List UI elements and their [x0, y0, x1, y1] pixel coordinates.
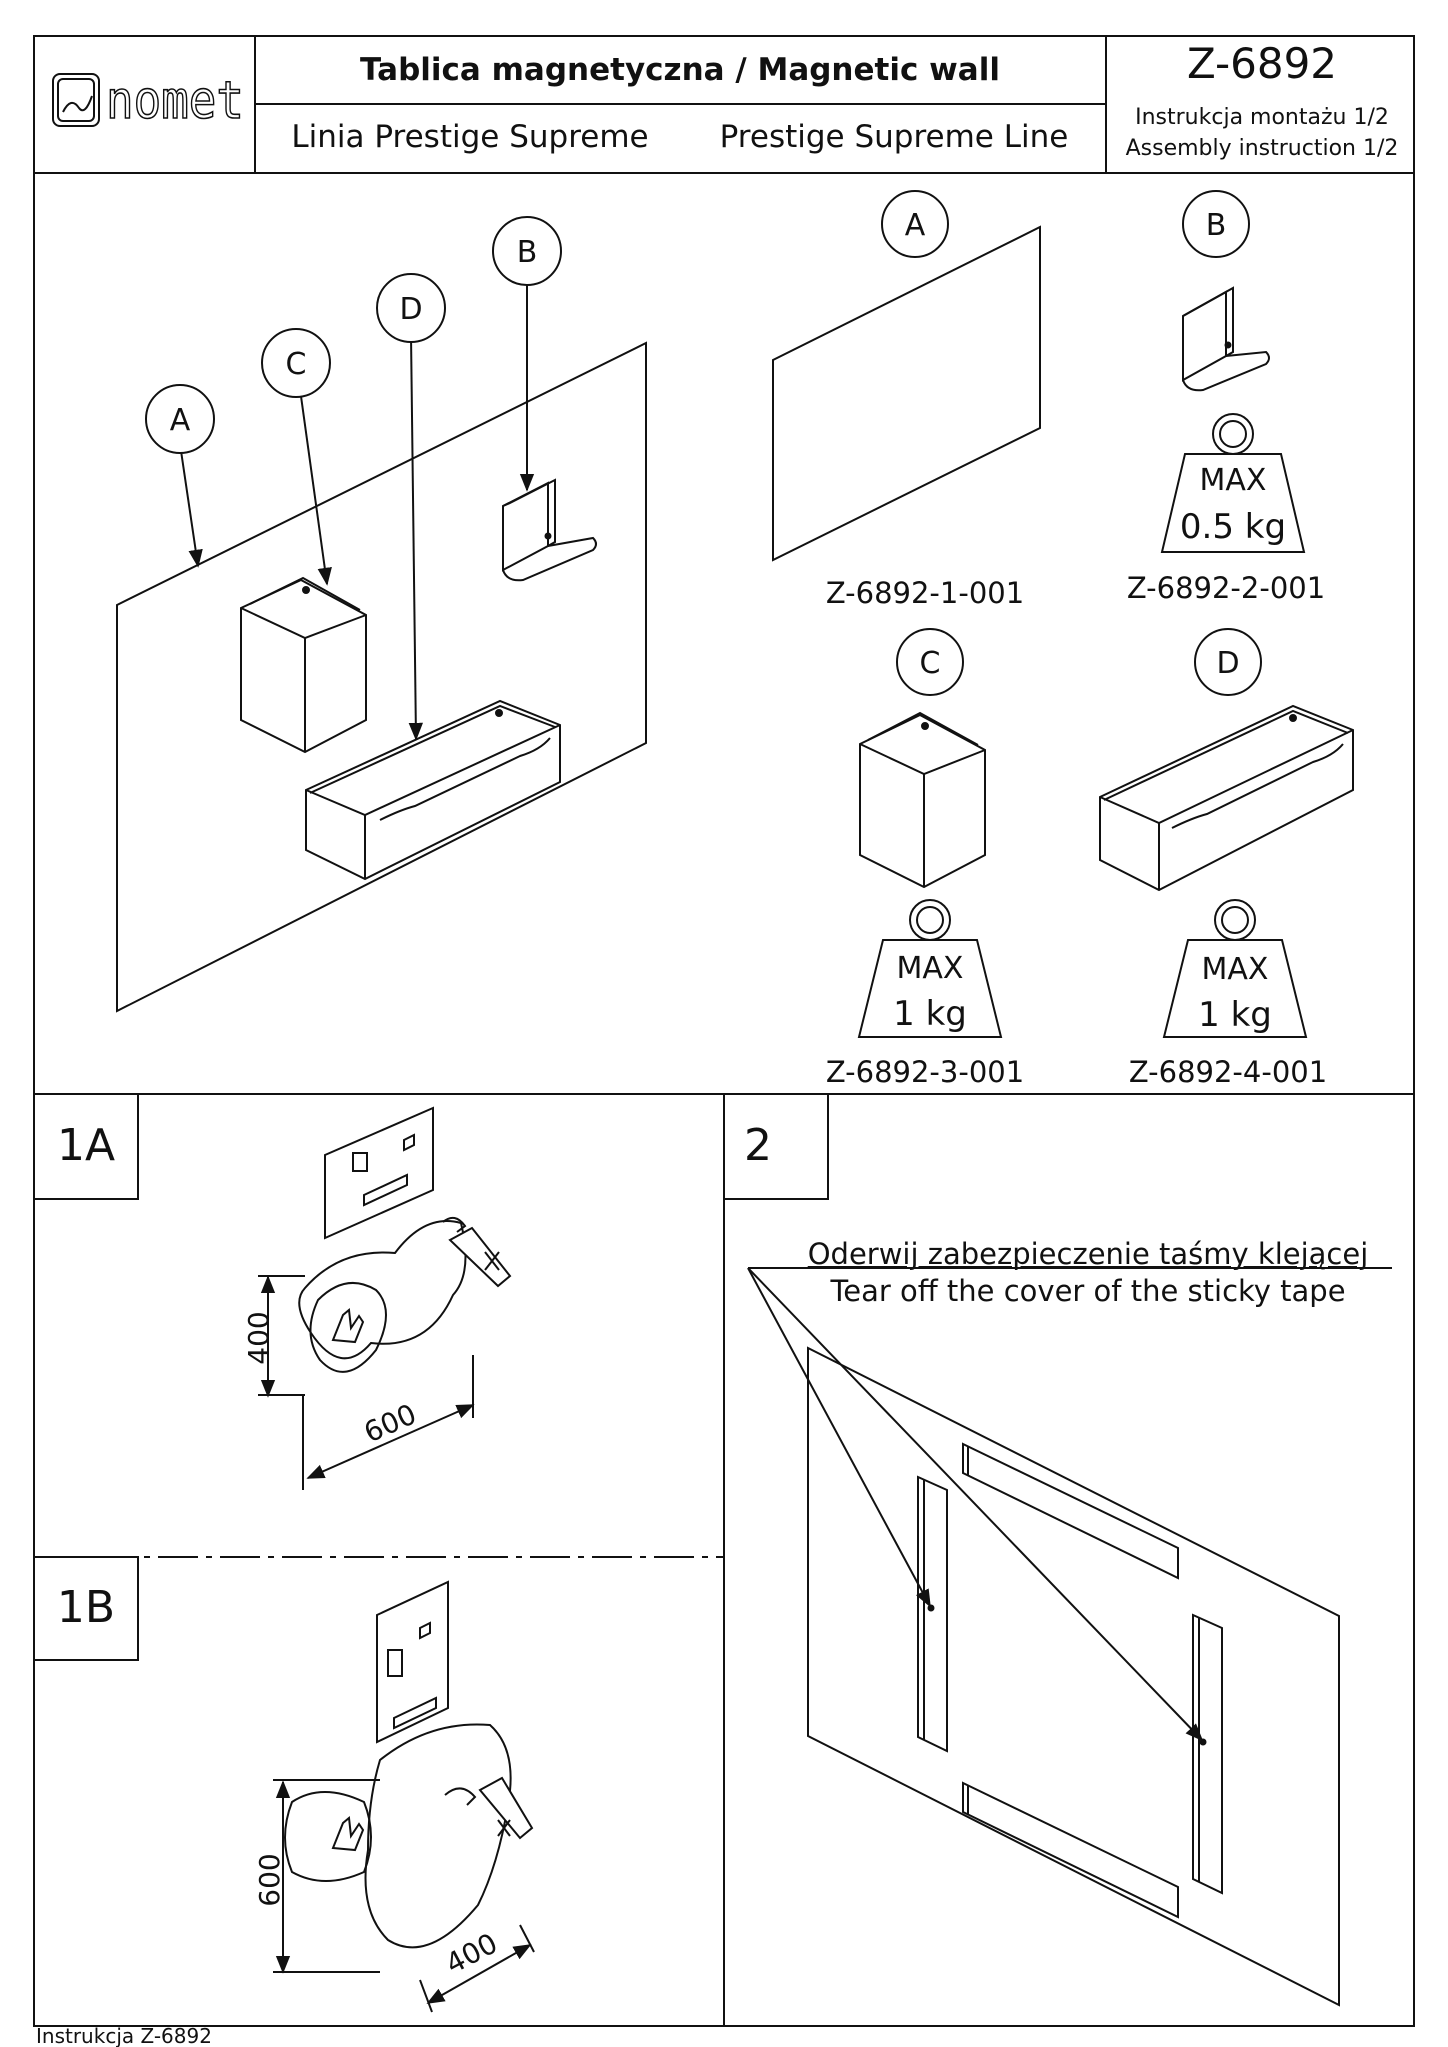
part-a-letter: A	[905, 208, 926, 243]
part-c-letter: C	[920, 646, 941, 681]
instruction-en: Assembly instruction 1/2	[1126, 136, 1399, 161]
tape-left	[917, 1475, 948, 1753]
tray-d	[305, 699, 561, 881]
tape-right	[1192, 1613, 1223, 1895]
weight-icon-b	[1160, 413, 1306, 553]
part-a-code: Z-6892-1-001	[826, 576, 1024, 610]
tape-bottom	[962, 1781, 1179, 1919]
overview-label-b: B	[517, 235, 538, 270]
footer-text: Instrukcja Z-6892	[36, 2024, 212, 2047]
part-d-load: 1 kg	[1198, 995, 1272, 1035]
page-frame	[33, 35, 1415, 2027]
part-b-max: MAX	[1200, 463, 1267, 498]
step-2-label: 2	[744, 1120, 772, 1171]
part-b-letter: B	[1206, 208, 1227, 243]
brand-name: nomet	[106, 71, 244, 131]
part-a	[772, 190, 1041, 562]
step-1b-width: 400	[440, 1926, 503, 1980]
part-c	[859, 628, 986, 889]
tape-top	[962, 1442, 1179, 1580]
overview-label-a: A	[170, 403, 191, 438]
weight-icon-c	[857, 899, 1003, 1038]
instruction-pl: Instrukcja montażu 1/2	[1135, 105, 1389, 130]
part-d-letter: D	[1216, 646, 1239, 681]
step-2-text-pl: Oderwij zabezpieczenie taśmy klejącej	[808, 1237, 1369, 1271]
step-1b-label: 1B	[57, 1582, 115, 1633]
part-b-load: 0.5 kg	[1180, 507, 1286, 547]
part-c-load: 1 kg	[893, 994, 967, 1034]
assembly-overview	[116, 216, 647, 1013]
step-1b-height: 600	[253, 1853, 286, 1906]
weight-icon-d	[1162, 899, 1308, 1038]
product-line-en: Prestige Supreme Line	[720, 119, 1069, 155]
part-c-max: MAX	[897, 951, 964, 986]
step-2-drawing	[747, 1267, 1392, 2007]
step-1a-label: 1A	[57, 1120, 115, 1171]
step-1a-drawing	[258, 1106, 512, 1490]
overview-label-d: D	[399, 292, 422, 327]
part-b-code: Z-6892-2-001	[1127, 571, 1325, 605]
part-c-code: Z-6892-3-001	[826, 1055, 1024, 1089]
nomet-logo: nomet	[52, 70, 245, 132]
step-2-text-en: Tear off the cover of the sticky tape	[829, 1274, 1345, 1308]
part-d	[1099, 628, 1354, 892]
step-1b-drawing	[273, 1580, 535, 2013]
holder-c	[240, 576, 367, 754]
part-d-max: MAX	[1202, 952, 1269, 987]
part-d-code: Z-6892-4-001	[1129, 1055, 1327, 1089]
step-1a-height: 400	[242, 1311, 275, 1364]
overview-label-c: C	[286, 347, 307, 382]
sheet-title: Tablica magnetyczna / Magnetic wall	[360, 52, 1000, 88]
product-code: Z-6892	[1187, 39, 1337, 88]
part-b	[1182, 190, 1270, 392]
product-line-pl: Linia Prestige Supreme	[291, 119, 648, 155]
